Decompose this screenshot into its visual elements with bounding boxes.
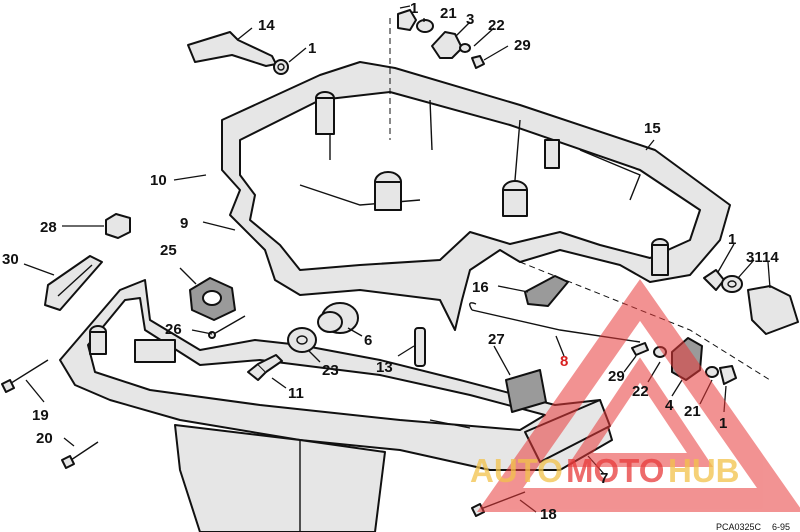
watermark-text-c: HUB [668,452,740,489]
plug-6 [317,302,359,334]
bushing-28 [105,213,131,239]
pad-27 [505,369,547,413]
nut-1-top [273,59,289,75]
pad-16 [524,275,569,307]
label-4: 4 [665,397,674,414]
label-30: 30 [2,251,19,268]
label-25: 25 [160,242,177,259]
diagram-code: PCA0325C [716,522,762,532]
label-11: 11 [288,385,304,402]
watermark-text-a: AUTO [470,452,563,489]
label-29-top: 29 [514,37,531,54]
label-31: 31 [746,249,763,266]
label-1-right-lower: 1 [719,415,727,432]
upper-cover [221,18,771,381]
stud-11 [247,354,283,381]
diagram-date: 6-95 [772,522,790,532]
label-26: 26 [165,321,182,338]
label-6: 6 [364,332,372,349]
label-22-right: 22 [632,383,649,400]
watermark-text-b: MOTO [566,452,664,489]
label-14-left: 14 [258,17,275,34]
label-19: 19 [32,407,49,424]
watermark-logo [476,279,800,512]
latch-30 [44,255,103,311]
label-9: 9 [180,215,188,232]
label-29-right: 29 [608,368,625,385]
label-1-top: 1 [308,40,316,57]
label-18: 18 [540,506,557,523]
label-20: 20 [36,430,53,447]
bolt-19 [1,359,49,393]
label-27: 27 [488,331,505,348]
grommet-25 [189,277,236,321]
label-8: 8 [560,353,568,370]
label-1-right-upper: 1 [728,231,736,248]
label-22-top: 22 [488,17,505,34]
label-21-right: 21 [684,403,701,420]
label-21-top: 21 [440,5,457,22]
label-1-topmost: 1 [410,0,418,17]
bolt-20 [61,441,99,469]
label-23: 23 [322,362,339,379]
label-28: 28 [40,219,57,236]
label-3: 3 [466,11,474,28]
leader-lines [23,5,771,513]
label-13: 13 [376,359,393,376]
watermark-text: AUTO MOTO HUB [470,452,740,489]
handle-14-left [187,31,277,67]
part-labels: 14 1 1 21 3 22 29 15 10 9 28 30 25 26 6 … [2,0,779,523]
fastener-cluster-top [397,9,485,69]
fastener-cluster-far-right [703,269,799,335]
label-15: 15 [644,120,661,137]
label-7: 7 [600,470,608,487]
washer-23 [287,327,317,353]
clip-13 [414,327,426,367]
label-10: 10 [150,172,167,189]
label-16: 16 [472,279,489,296]
label-14-right: 14 [762,249,779,266]
